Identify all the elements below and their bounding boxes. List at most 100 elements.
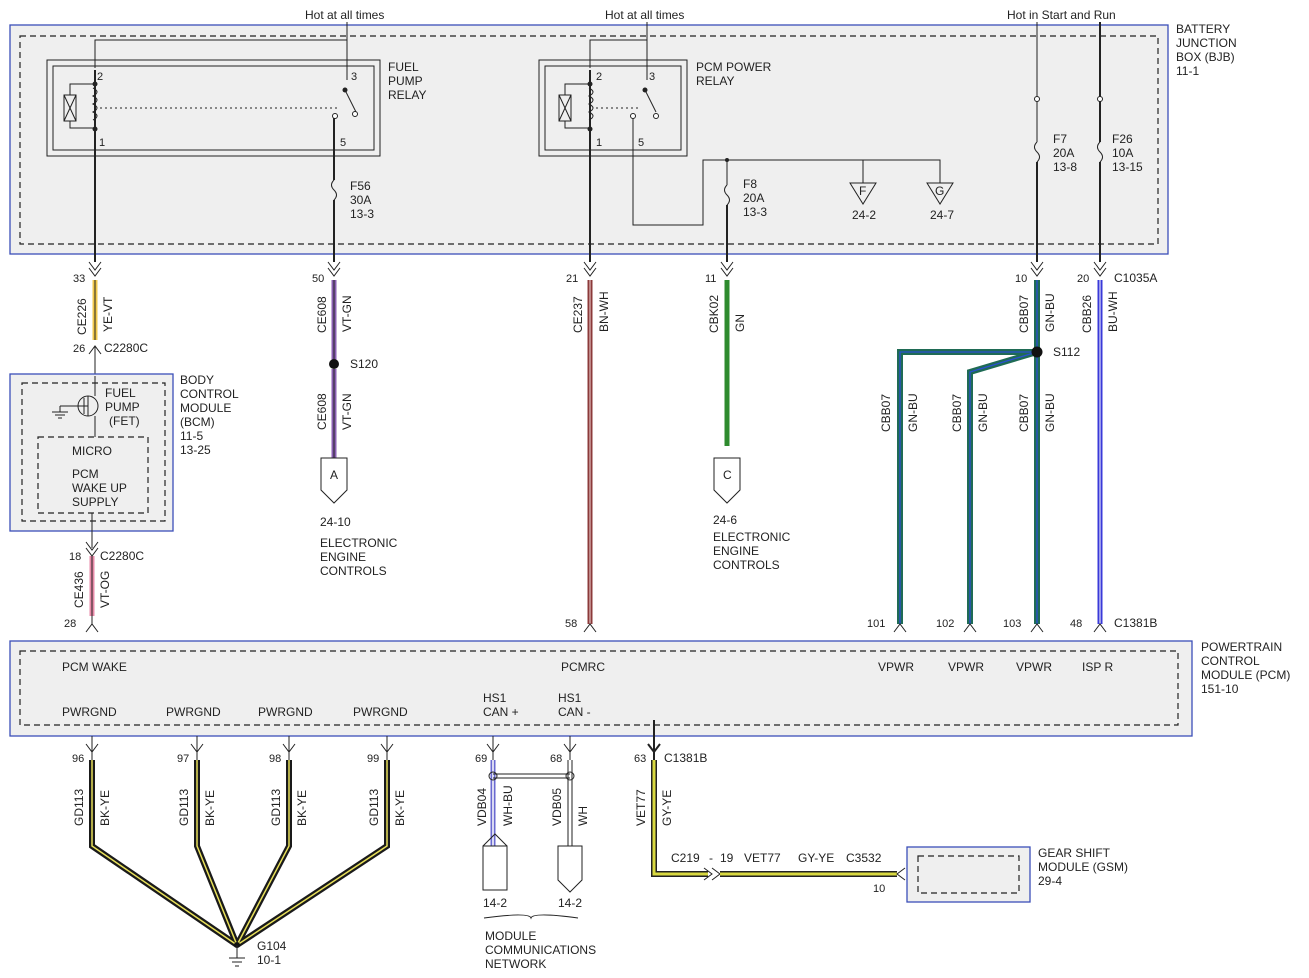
f56-label-1: F56 (350, 179, 371, 193)
f26-label-3: 13-15 (1112, 160, 1143, 174)
fuel-pump-relay-inner (52, 65, 375, 151)
ce226-circuit: CE226 (75, 298, 89, 335)
offpage-f-letter: F (859, 184, 866, 198)
ce608a-circuit: CE608 (315, 296, 329, 333)
pcm-ref: 151-10 (1201, 682, 1239, 696)
pcmr-pin-2: 2 (596, 71, 602, 83)
connector-c1381b-bot: C1381B (664, 751, 707, 765)
offpage-c-desc-2: ENGINE (713, 544, 759, 558)
gd113-color-2: BK-YE (203, 790, 217, 826)
f56-label-2: 30A (350, 193, 371, 207)
offpage-c-desc-1: ELECTRONIC (713, 530, 791, 544)
gsm-box (906, 846, 1031, 903)
network-desc-2: COMMUNICATIONS (485, 943, 596, 957)
pcm-pin-69: 69 (475, 753, 487, 765)
offpage-c-icon (713, 457, 741, 504)
pin-10: 10 (1015, 273, 1027, 285)
wire-cbb07-group (897, 280, 1040, 624)
ce608a-color: VT-GN (340, 295, 354, 332)
pcm-pin-97: 97 (177, 753, 189, 765)
f8-label-1: F8 (743, 177, 757, 191)
ground-g104-name: G104 (257, 939, 287, 953)
gd113-color-3: BK-YE (295, 790, 309, 826)
bcm-ref-1: 11-5 (180, 429, 203, 443)
bcm-fet-1: FUEL (105, 386, 136, 400)
cbb26-circuit: CBB26 (1080, 295, 1094, 333)
pin-26: 26 (73, 343, 85, 355)
cbb07a-circuit: CBB07 (1017, 295, 1031, 333)
bcm-fet-3: (FET) (109, 414, 140, 428)
cbb07b-color: GN-BU (906, 393, 920, 432)
cbb07d-color: GN-BU (1043, 393, 1057, 432)
pcm-top-arrows (85, 616, 1107, 633)
ce608b-circuit: CE608 (315, 393, 329, 430)
fpr-pin-3: 3 (351, 71, 357, 83)
fuel-pump-relay-name-3: RELAY (388, 88, 426, 102)
bcm-wake-1: PCM (72, 467, 99, 481)
vet77-color: GY-YE (660, 790, 674, 826)
offpage-a-ref: 24-10 (320, 515, 351, 529)
bcm-name-1: BODY (180, 373, 214, 387)
f8-label-3: 13-3 (743, 205, 767, 219)
pcm-can-lo-1: HS1 (558, 691, 582, 705)
bcm-micro: MICRO (72, 444, 112, 458)
connector-c1381b-right: C1381B (1114, 616, 1157, 630)
bjb-name-3: BOX (BJB) (1176, 50, 1235, 64)
pcm-pin-68: 68 (550, 753, 562, 765)
vet77-circuit: VET77 (634, 789, 648, 826)
ground-g104-ref: 10-1 (257, 953, 281, 967)
fpr-pin-2: 2 (97, 71, 103, 83)
pcm-pin-102: 102 (936, 618, 954, 630)
vet77-h-circuit: VET77 (744, 851, 781, 865)
pcm-pin-28: 28 (64, 618, 76, 630)
network-desc-1: MODULE (485, 929, 536, 943)
bjb-ref: 11-1 (1176, 64, 1199, 78)
fpr-feed-wire (94, 22, 348, 80)
ce226-color: YE-VT (101, 296, 115, 332)
gd113-color-4: BK-YE (393, 790, 407, 826)
pcm-pin-48: 48 (1070, 618, 1082, 630)
bcm-name-3: MODULE (180, 401, 231, 415)
pcm-power-relay-outer (538, 59, 688, 157)
offpage-c-letter: C (723, 468, 732, 482)
bcm-name-4: (BCM) (180, 415, 215, 429)
connector-c2280c-top: C2280C (104, 341, 148, 355)
pin-21: 21 (566, 273, 578, 285)
splice-s120-icon (329, 359, 339, 369)
pcm-pin-99: 99 (367, 753, 379, 765)
pin-50: 50 (312, 273, 324, 285)
pcm-pin-63: 63 (634, 753, 646, 765)
f26-label-1: F26 (1112, 132, 1133, 146)
ce237-circuit: CE237 (571, 296, 585, 333)
c219-label: C219 (671, 851, 700, 865)
pin-33: 33 (73, 273, 85, 285)
f7-label-2: 20A (1053, 146, 1074, 160)
gsm-arrow-icon (896, 867, 906, 881)
ce608b-color: VT-GN (340, 393, 354, 430)
vet77-h-color: GY-YE (798, 851, 834, 865)
bcm-wake-2: WAKE UP (72, 481, 127, 495)
pcm-pwrgnd-1: PWRGND (62, 705, 117, 719)
bjb-name-1: BATTERY (1176, 22, 1230, 36)
pcm-pin-101: 101 (867, 618, 885, 630)
c219-pin: 19 (720, 851, 734, 865)
twisted-pair-icon (493, 773, 570, 779)
splice-s112: S112 (1053, 345, 1080, 359)
cbb07c-color: GN-BU (976, 393, 990, 432)
pcm-relay-name-2: RELAY (696, 74, 734, 88)
bjb-connector-arrows (88, 261, 1107, 277)
bjb-name-2: JUNCTION (1176, 36, 1237, 50)
offpage-f-icon (849, 182, 877, 205)
offpage-f-ref: 24-2 (852, 208, 876, 222)
cbk02-color: GN (733, 314, 747, 332)
offpage-a-desc-2: ENGINE (320, 550, 366, 564)
pcmr-pin-1: 1 (596, 137, 602, 149)
pcm-name-2: CONTROL (1201, 654, 1260, 668)
offpage-a-letter: A (330, 468, 338, 482)
bcm-name-2: CONTROL (180, 387, 239, 401)
pcm-can-hi-1: HS1 (483, 691, 507, 705)
network-ref-2: 14-2 (558, 896, 582, 910)
vdb04-circuit: VDB04 (475, 788, 489, 826)
vdb04-color: WH-BU (501, 785, 515, 826)
